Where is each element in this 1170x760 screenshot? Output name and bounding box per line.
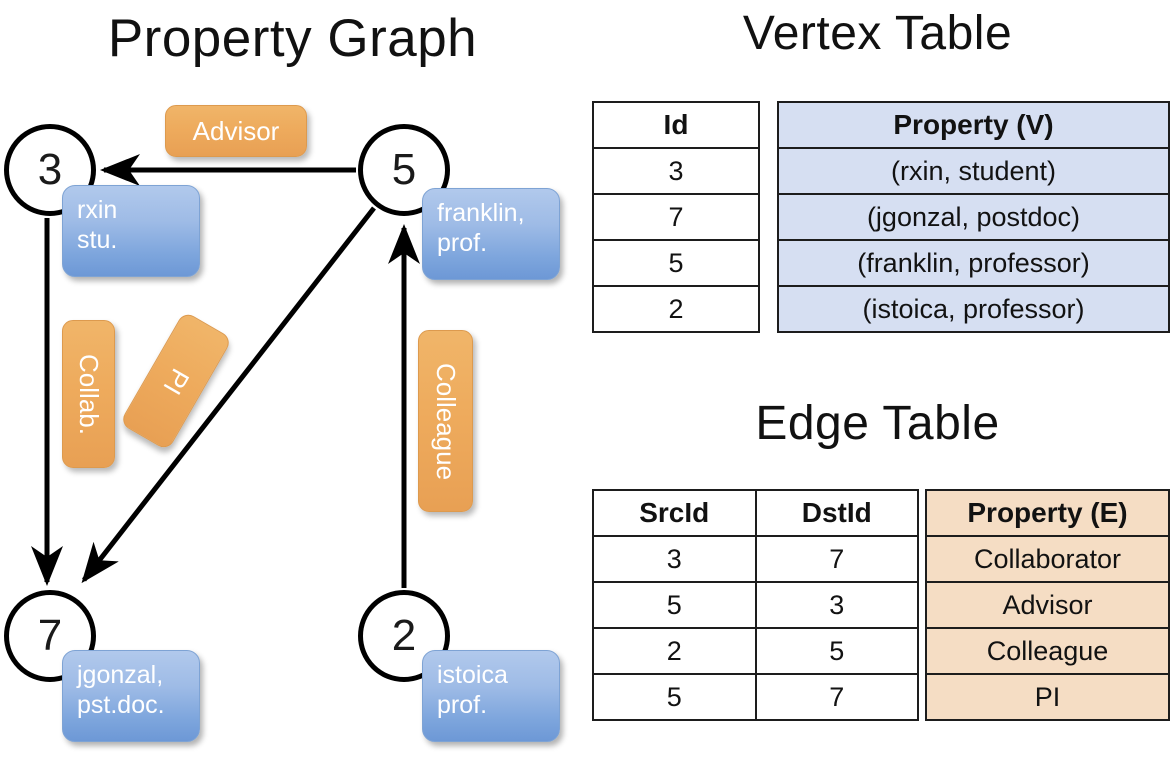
vertex-property-box-franklin: franklin, prof. <box>422 188 560 280</box>
vertex-property-line: prof. <box>437 690 488 719</box>
edge-table-property-column: Property (E) Collaborator Advisor Collea… <box>925 489 1170 721</box>
cell-vertex-property: (franklin, professor) <box>777 239 1170 287</box>
cell-vertex-property: (jgonzal, postdoc) <box>777 193 1170 241</box>
edge-label-collab: Collab. <box>62 320 115 468</box>
cell-edge-property: Collaborator <box>925 535 1170 583</box>
vertex-property-line: pst.doc. <box>77 690 165 719</box>
column-header-srcid: SrcId <box>592 489 757 537</box>
table-row: 5 3 <box>592 581 919 629</box>
vertex-property-box-rxin: rxin stu. <box>62 185 200 277</box>
column-header-property-v: Property (V) <box>777 101 1170 149</box>
vertex-node-2[interactable]: 2 <box>358 590 450 682</box>
vertex-property-line: prof. <box>437 228 488 257</box>
page-title-property-graph: Property Graph <box>107 9 478 68</box>
vertex-property-line: franklin, <box>437 199 525 227</box>
table-row: Advisor <box>925 581 1170 629</box>
column-header-id: Id <box>592 101 760 149</box>
vertex-table-id-column: Id 3 7 5 2 <box>592 101 760 333</box>
vertex-property-box-jgonzal: jgonzal, pst.doc. <box>62 650 200 742</box>
edge-label-text: PI <box>157 363 196 400</box>
cell-edge-property: PI <box>925 673 1170 721</box>
table-row: 2 <box>592 285 760 333</box>
table-header-row: SrcId DstId <box>592 489 919 537</box>
cell-edge-dst: 7 <box>754 535 919 583</box>
vertex-property-box-istoica: istoica prof. <box>422 650 560 742</box>
cell-edge-dst: 7 <box>754 673 919 721</box>
cell-edge-src: 5 <box>592 673 757 721</box>
edge-label-text: Advisor <box>192 115 280 146</box>
edge-label-text: Collab. <box>74 353 104 435</box>
edge-5-to-7-pi <box>81 206 376 584</box>
cell-vertex-id: 3 <box>592 147 760 195</box>
column-header-property-e: Property (E) <box>925 489 1170 537</box>
table-row: Colleague <box>925 627 1170 675</box>
table-header-row: Property (V) <box>777 101 1170 149</box>
table-header-row: Property (E) <box>925 489 1170 537</box>
table-row: 2 5 <box>592 627 919 675</box>
cell-edge-src: 3 <box>592 535 757 583</box>
cell-edge-dst: 3 <box>754 581 919 629</box>
cell-edge-property: Advisor <box>925 581 1170 629</box>
table-row: 3 <box>592 147 760 195</box>
cell-vertex-property: (istoica, professor) <box>777 285 1170 333</box>
cell-vertex-id: 5 <box>592 239 760 287</box>
property-graph-diagram: 3 5 7 2 rxin stu. franklin, prof. jgonza… <box>4 105 560 742</box>
table-row: (franklin, professor) <box>777 239 1170 287</box>
cell-edge-property: Colleague <box>925 627 1170 675</box>
cell-edge-src: 2 <box>592 627 757 675</box>
table-row: PI <box>925 673 1170 721</box>
vertex-property-line: jgonzal, <box>77 661 164 689</box>
cell-vertex-id: 7 <box>592 193 760 241</box>
page-title-edge-table: Edge Table <box>755 397 1000 450</box>
vertex-property-line: stu. <box>77 225 118 254</box>
edge-label-colleague: Colleague <box>418 330 473 512</box>
table-row: 3 7 <box>592 535 919 583</box>
graph-edge-arrows <box>31 154 420 588</box>
cell-vertex-property: (rxin, student) <box>777 147 1170 195</box>
edge-table-src-dst-columns: SrcId DstId 3 7 5 3 2 5 5 7 <box>592 489 919 721</box>
page-title-vertex-table: Vertex Table <box>742 7 1013 60</box>
cell-edge-dst: 5 <box>754 627 919 675</box>
vertex-table-property-column: Property (V) (rxin, student) (jgonzal, p… <box>777 101 1170 333</box>
table-row: 5 <box>592 239 760 287</box>
table-row: Collaborator <box>925 535 1170 583</box>
cell-vertex-id: 2 <box>592 285 760 333</box>
table-row: (istoica, professor) <box>777 285 1170 333</box>
table-row: (rxin, student) <box>777 147 1170 195</box>
cell-edge-src: 5 <box>592 581 757 629</box>
table-header-row: Id <box>592 101 760 149</box>
table-row: (jgonzal, postdoc) <box>777 193 1170 241</box>
edge-label-text: Colleague <box>431 362 461 480</box>
table-row: 7 <box>592 193 760 241</box>
vertex-property-line: rxin <box>77 196 118 224</box>
table-row: 5 7 <box>592 673 919 721</box>
edge-label-advisor: Advisor <box>165 105 307 157</box>
vertex-property-line: istoica <box>437 661 508 689</box>
vertex-node-5[interactable]: 5 <box>358 124 450 216</box>
column-header-dstid: DstId <box>754 489 919 537</box>
